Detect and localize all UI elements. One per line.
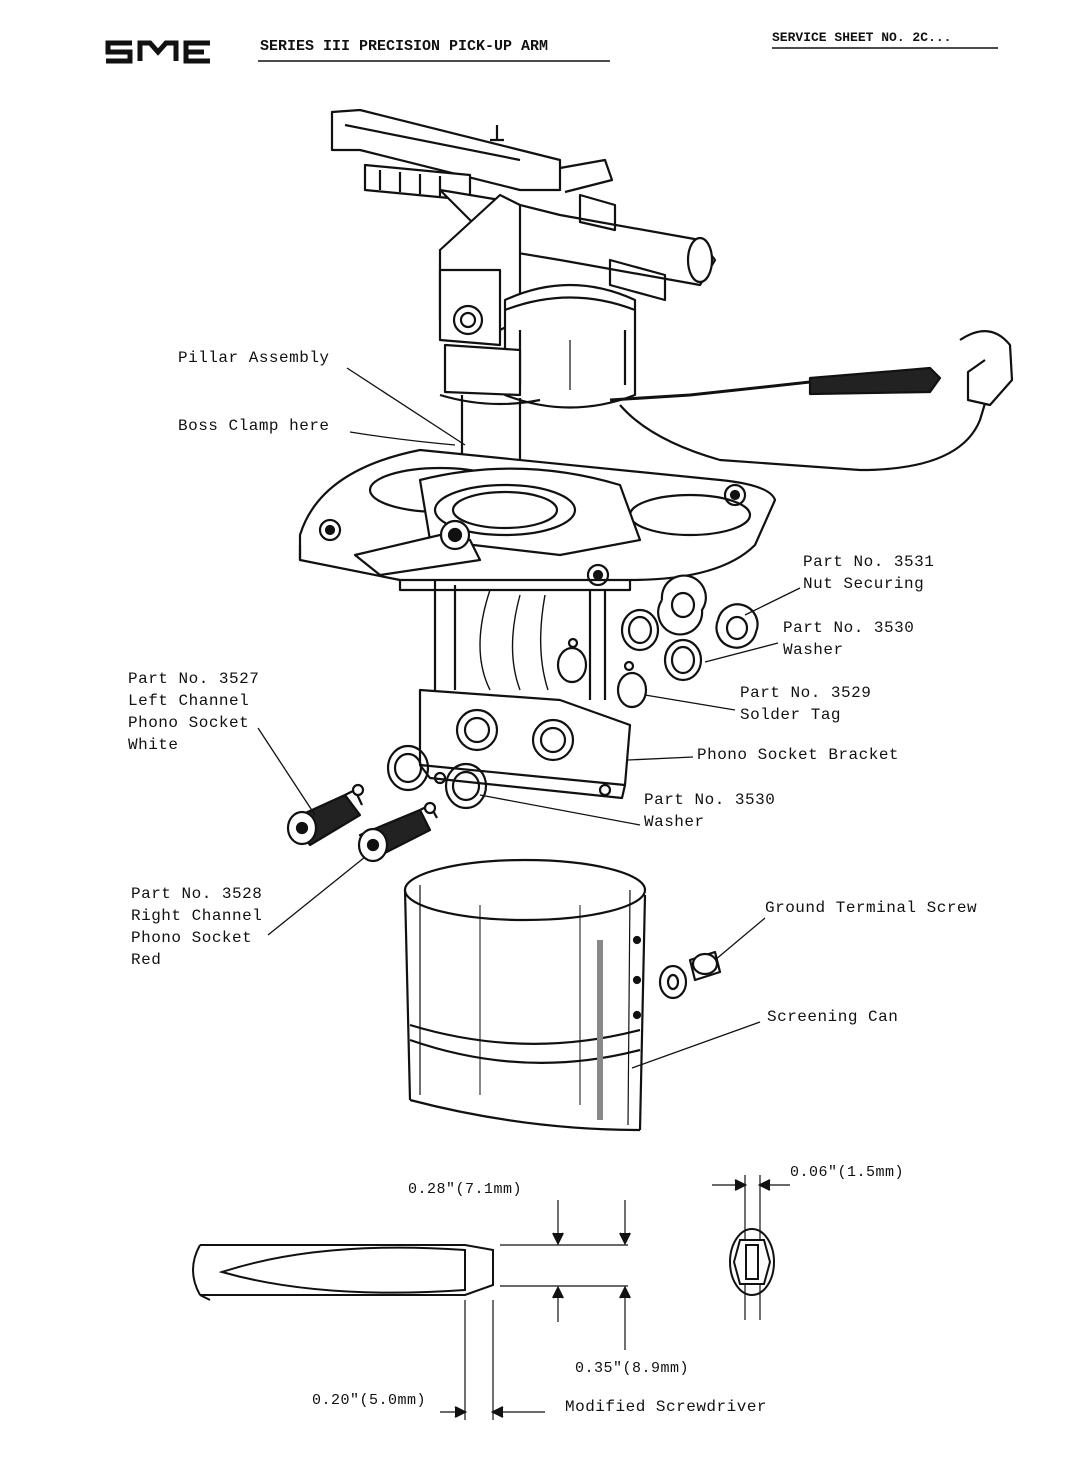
sme-logo bbox=[105, 40, 210, 64]
label-boss-clamp: Boss Clamp here bbox=[178, 417, 330, 435]
pickup-arm-illustration bbox=[257, 108, 1014, 1132]
dim-blade-thickness: 0.06"(1.5mm) bbox=[790, 1164, 905, 1181]
label-screening-can: Screening Can bbox=[767, 1008, 899, 1026]
label-part-3529-number: Part No. 3529 bbox=[740, 684, 872, 702]
screwdriver-drawing bbox=[192, 1175, 790, 1420]
label-pillar-assembly: Pillar Assembly bbox=[178, 349, 330, 367]
label-part-3527-line2: Left Channel bbox=[128, 692, 250, 710]
label-part-3528-line4: Red bbox=[131, 951, 162, 969]
label-part-3528-line3: Phono Socket bbox=[131, 929, 253, 947]
label-part-3531-number: Part No. 3531 bbox=[803, 553, 935, 571]
dim-tip-length: 0.20"(5.0mm) bbox=[312, 1392, 427, 1409]
screwdriver-caption: Modified Screwdriver bbox=[565, 1398, 768, 1416]
label-part-3528-number: Part No. 3528 bbox=[131, 885, 263, 903]
label-part-3530-upper-number: Part No. 3530 bbox=[783, 619, 915, 637]
label-part-3530-lower-name: Washer bbox=[644, 813, 705, 831]
label-phono-bracket: Phono Socket Bracket bbox=[697, 746, 900, 764]
label-part-3527-number: Part No. 3527 bbox=[128, 670, 260, 688]
label-part-3531-name: Nut Securing bbox=[803, 575, 925, 593]
label-part-3530-lower-number: Part No. 3530 bbox=[644, 791, 776, 809]
label-part-3528-line2: Right Channel bbox=[131, 907, 263, 925]
label-part-3527-line4: White bbox=[128, 736, 179, 754]
label-part-3527-line3: Phono Socket bbox=[128, 714, 250, 732]
sheet-number: SERVICE SHEET NO. 2C... bbox=[772, 30, 952, 45]
label-ground-screw: Ground Terminal Screw bbox=[765, 899, 978, 917]
dim-shank: 0.35"(8.9mm) bbox=[575, 1360, 690, 1377]
dim-tip-width: 0.28"(7.1mm) bbox=[408, 1181, 523, 1198]
label-part-3529-name: Solder Tag bbox=[740, 706, 842, 724]
label-part-3530-upper-name: Washer bbox=[783, 641, 844, 659]
document-title: SERIES III PRECISION PICK-UP ARM bbox=[260, 38, 549, 55]
